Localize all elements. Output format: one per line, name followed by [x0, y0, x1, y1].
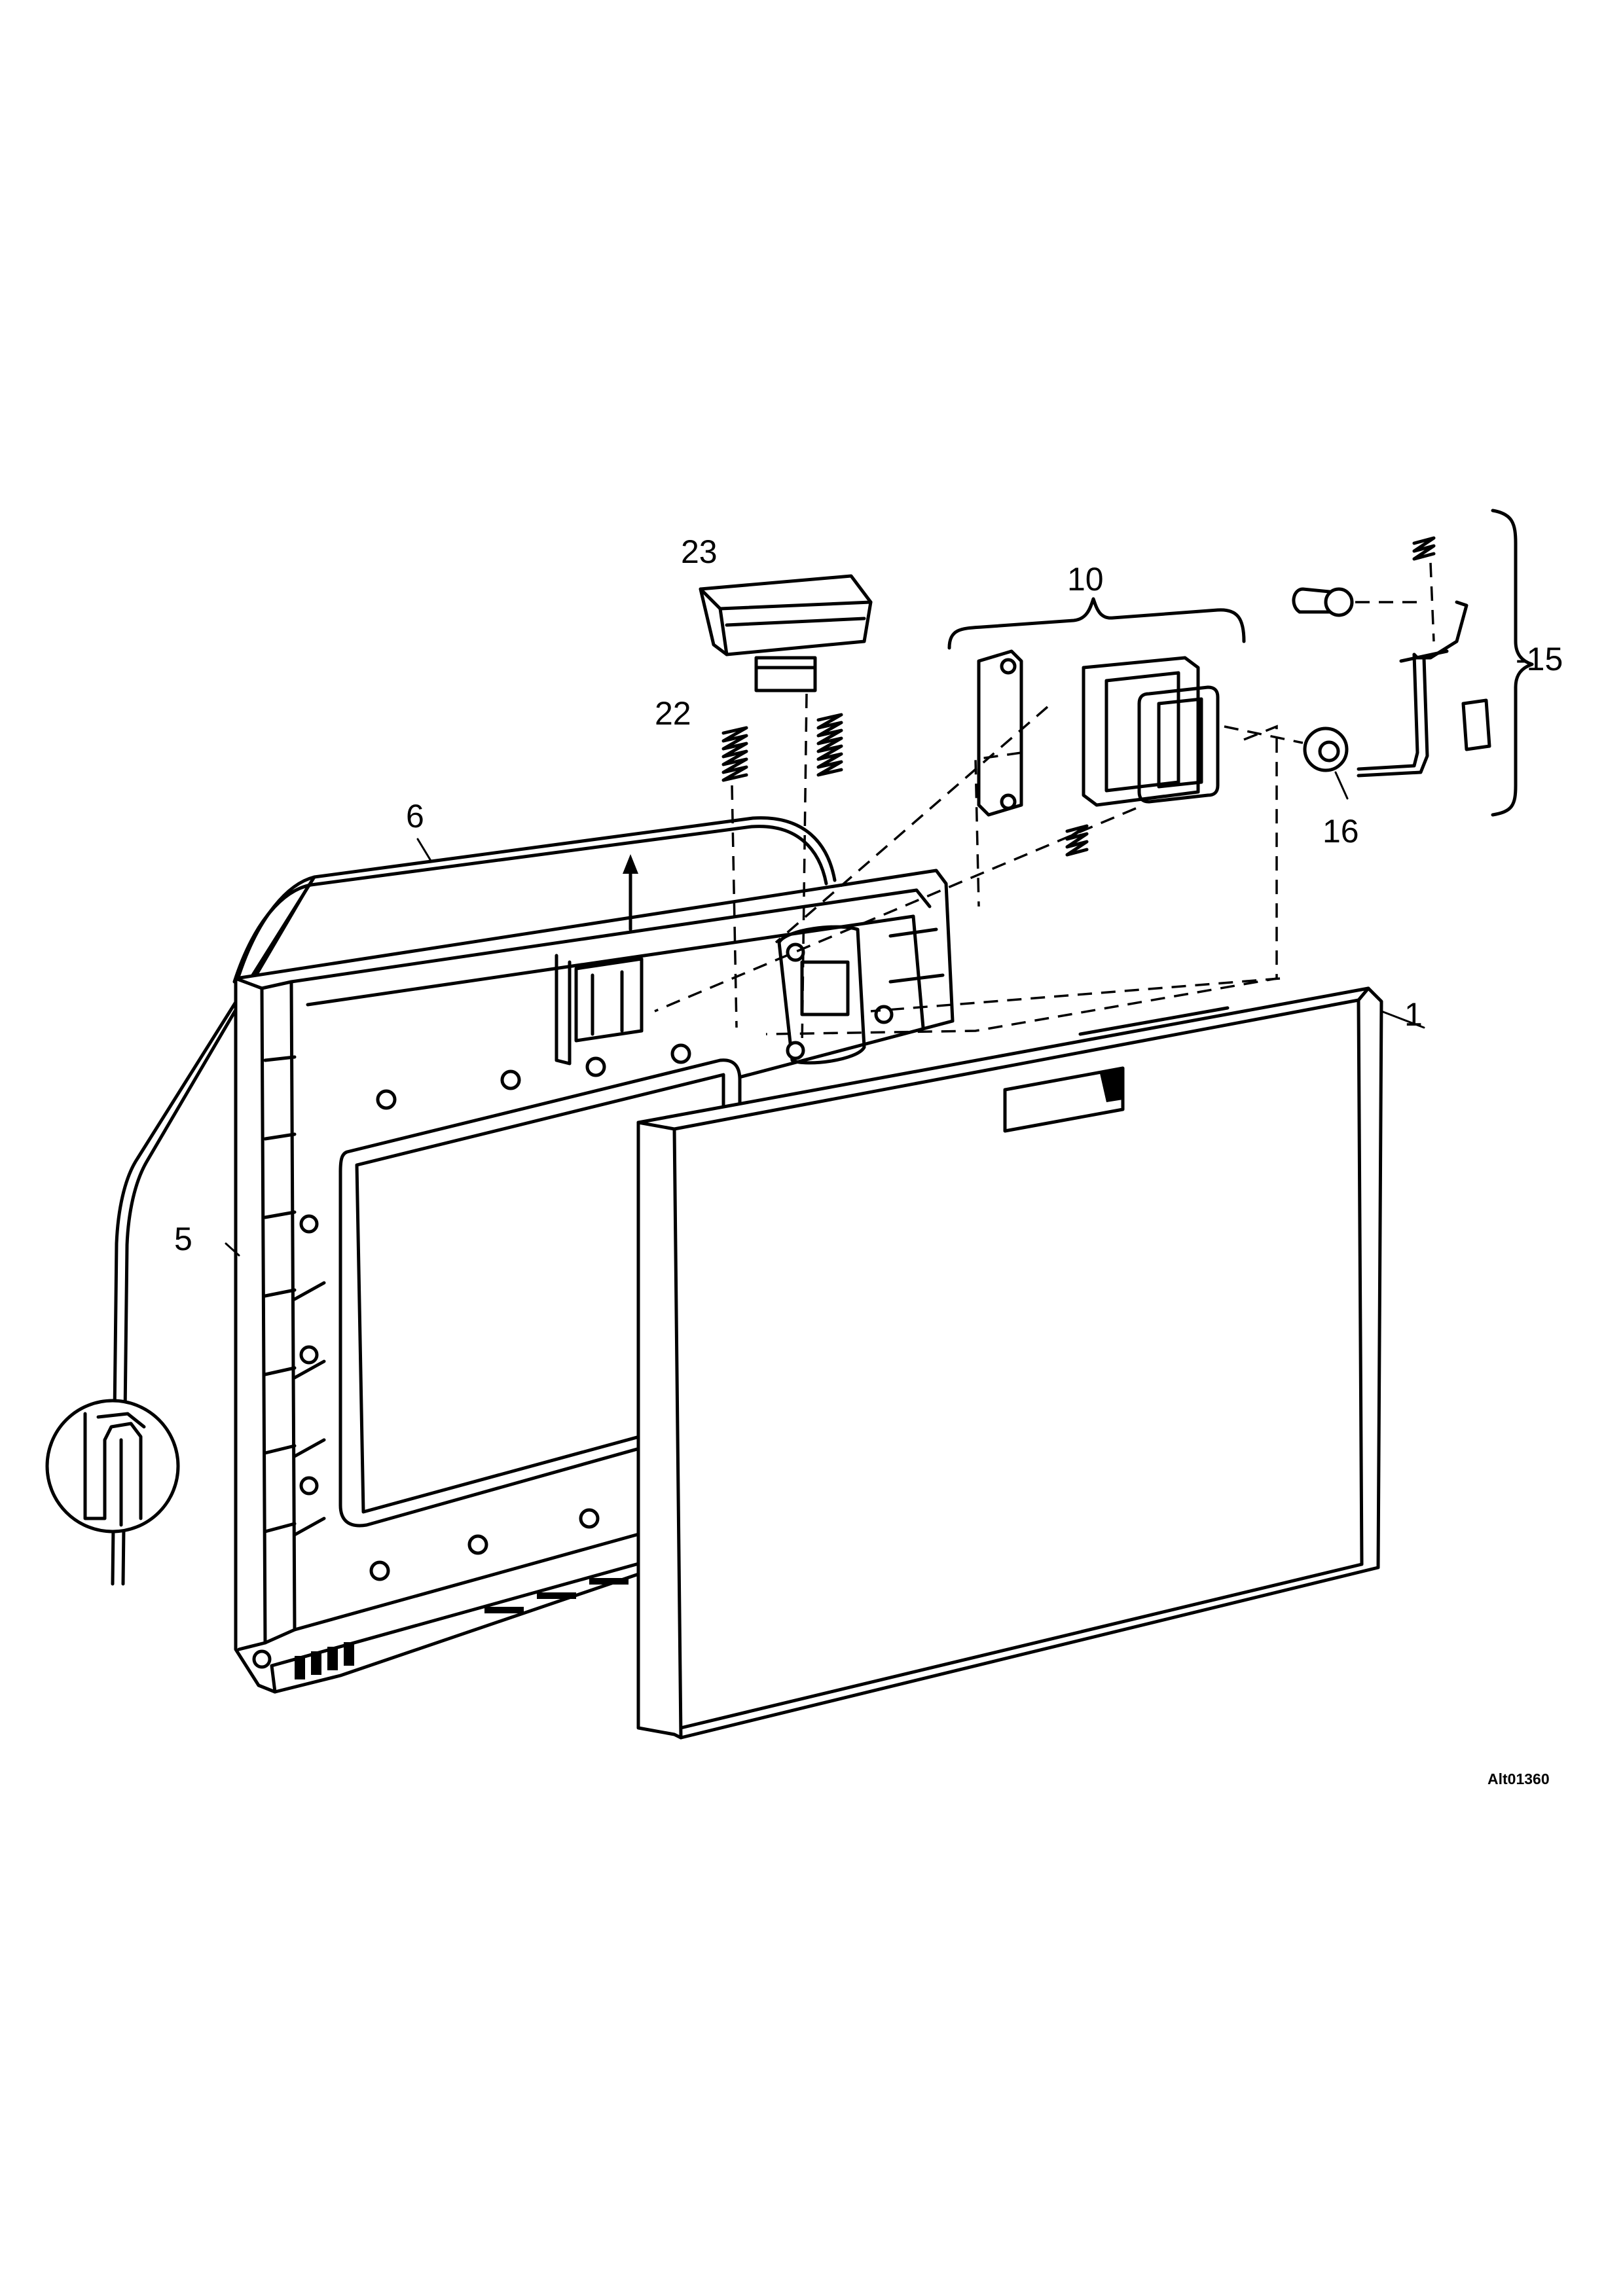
callout-6: 6: [406, 798, 424, 834]
callout-10: 10: [1067, 561, 1104, 598]
catch-assembly-part-15: [1292, 509, 1534, 817]
figure-id: Alt01360: [1487, 1770, 1550, 1787]
callout-1: 1: [1404, 996, 1423, 1033]
callout-16: 16: [1322, 813, 1359, 850]
callout-5: 5: [174, 1221, 192, 1257]
vent-slots: [295, 1578, 629, 1679]
callout-leaders: [225, 771, 1425, 1257]
springs-part-22: [721, 713, 843, 782]
side-ribs: [252, 1055, 326, 1669]
gasket-detail-magnifier: [45, 1399, 180, 1534]
latch-button-part-23: [699, 574, 873, 692]
callout-15: -15: [1516, 641, 1563, 677]
assembly-dashed-lines: [654, 562, 1435, 1048]
outer-door-panel-part-1: [636, 986, 1383, 1740]
lock-assembly-part-10: [947, 597, 1246, 857]
roller-part-16: [1303, 726, 1349, 772]
mounting-studs: [369, 1043, 691, 1581]
callout-22: 22: [655, 695, 691, 732]
door-gasket-part-6: [111, 816, 837, 1586]
callout-23: 23: [681, 533, 718, 570]
